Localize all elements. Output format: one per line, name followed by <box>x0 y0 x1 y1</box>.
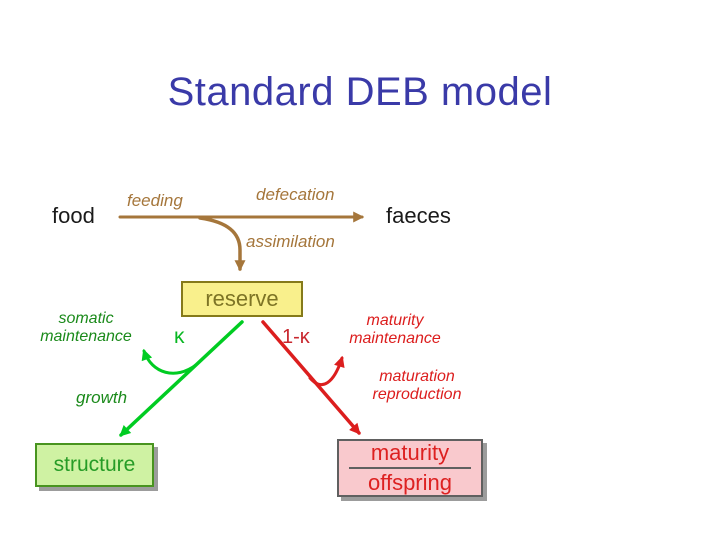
somatic-maintenance-line2: maintenance <box>40 328 132 346</box>
somatic-maintenance-branch-arrow <box>141 348 198 375</box>
assimilation-label: assimilation <box>246 232 335 251</box>
maturity-maintenance-line2: maintenance <box>349 330 441 348</box>
maturity-maintenance-branch-arrow <box>308 355 345 386</box>
maturation-reproduction-line1: maturation <box>379 368 455 385</box>
maturity-maintenance-label: maturity maintenance <box>336 312 454 349</box>
maturity-node-label: maturity <box>348 440 472 469</box>
structure-node: structure <box>35 443 154 487</box>
one-minus-kappa-label: 1-κ <box>282 326 310 348</box>
food-node-label: food <box>52 203 95 228</box>
faeces-node-label: faeces <box>386 203 451 228</box>
maturation-reproduction-label: maturation reproduction <box>357 368 477 405</box>
maturity-maintenance-line1: maturity <box>366 312 424 329</box>
growth-label: growth <box>76 388 128 407</box>
somatic-maintenance-line1: somatic <box>58 310 114 327</box>
reserve-node: reserve <box>181 281 303 317</box>
reserve-node-label: reserve <box>205 286 279 311</box>
structure-node-label: structure <box>53 453 136 476</box>
slide-title: Standard DEB model <box>167 70 553 114</box>
somatic-maintenance-label: somatic maintenance <box>30 310 142 347</box>
offspring-node-label: offspring <box>368 470 452 495</box>
assimilation-arrow <box>198 216 246 272</box>
kappa-label: κ <box>174 325 185 348</box>
maturation-reproduction-line2: reproduction <box>372 386 462 404</box>
defecation-label: defecation <box>256 185 335 204</box>
maturity-offspring-node: maturity offspring <box>337 439 483 497</box>
feeding-label: feeding <box>127 191 183 210</box>
